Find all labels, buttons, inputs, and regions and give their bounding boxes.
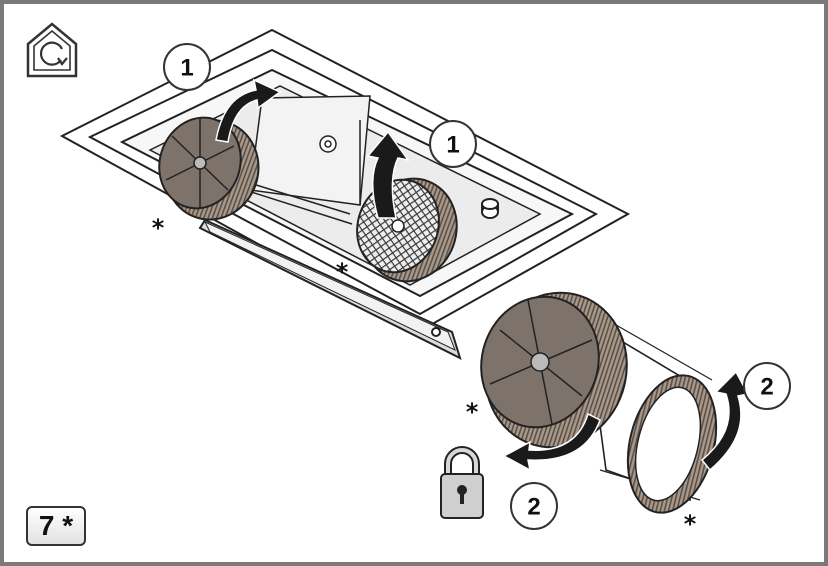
callout-step-2a: 2 xyxy=(744,363,790,409)
svg-text:2: 2 xyxy=(527,494,540,521)
step-badge: 7 * xyxy=(26,506,86,546)
asterisk-marker-4: * xyxy=(684,510,697,538)
svg-text:1: 1 xyxy=(446,132,459,159)
asterisk-marker-3: * xyxy=(466,398,479,426)
padlock-icon xyxy=(441,450,483,518)
asterisk-marker-1: * xyxy=(152,214,165,242)
callout-step-1b: 1 xyxy=(430,121,476,167)
callout-step-1a: 1 xyxy=(164,44,210,90)
svg-text:2: 2 xyxy=(760,374,773,401)
callout-step-2b: 2 xyxy=(511,483,557,529)
house-rotate-icon xyxy=(28,24,76,76)
svg-text:1: 1 xyxy=(180,55,193,82)
filter-assembly xyxy=(464,274,729,522)
asterisk-marker-2: * xyxy=(336,258,349,286)
